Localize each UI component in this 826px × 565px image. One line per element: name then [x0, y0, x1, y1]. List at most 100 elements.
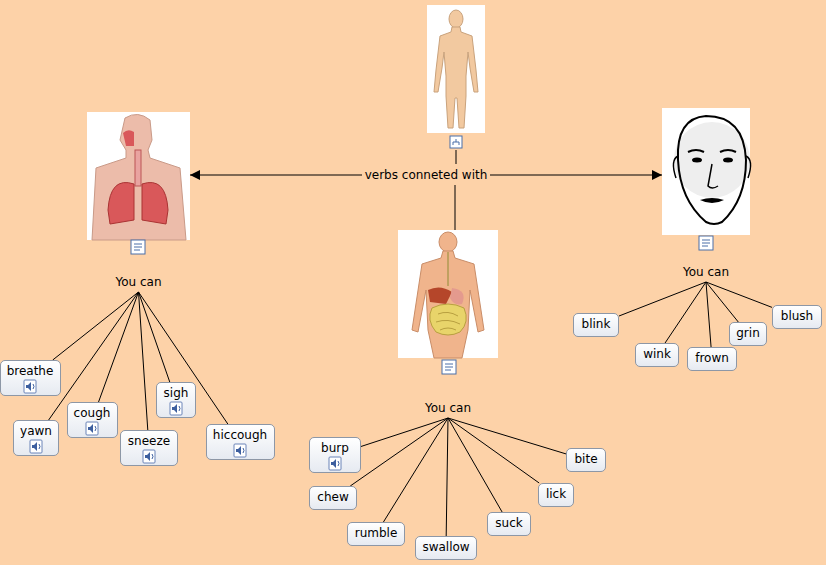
connector-line [455, 185, 456, 230]
sound-icon [329, 457, 341, 470]
verb-label: breathe [7, 364, 54, 379]
digestive-system-figure [398, 230, 498, 358]
verb-box: blink [573, 313, 619, 337]
document-icon [442, 360, 456, 374]
verb-label: sigh [164, 386, 189, 401]
icon-mark [445, 364, 453, 370]
figure-head [439, 232, 457, 252]
human-body-figure [427, 5, 485, 133]
connector-line [665, 282, 706, 343]
verb-box: yawn [13, 420, 59, 456]
linking-phrase: You can [425, 401, 471, 416]
connector-line [706, 282, 772, 307]
face-eye [692, 158, 702, 163]
verb-box: sigh [156, 382, 196, 418]
verb-box: bite [566, 448, 606, 472]
connector-line [350, 418, 448, 486]
linking-phrase: You can [683, 265, 729, 280]
face-mouth [700, 198, 724, 203]
icon-frame [442, 360, 456, 374]
icon-mark [702, 240, 710, 246]
connector-line [446, 418, 448, 536]
connector-line [139, 292, 228, 424]
concept-node: You can [398, 230, 498, 418]
connector-line [99, 292, 139, 402]
verb-box: burp [309, 437, 361, 473]
icon-mark [453, 139, 459, 145]
verb-label: rumble [355, 526, 398, 541]
verb-label: wink [643, 347, 671, 362]
verb-label: sneeze [128, 434, 170, 449]
icon-frame [699, 236, 713, 250]
hierarchy-icon [450, 136, 462, 148]
connector-line [456, 150, 457, 164]
verb-label: burp [321, 441, 349, 456]
verb-box: lick [538, 483, 574, 507]
verb-box: breathe [0, 360, 61, 396]
sound-icon [86, 422, 98, 435]
connector-line [383, 418, 448, 522]
sound-icon [24, 380, 36, 393]
verb-label: blush [781, 309, 813, 324]
face-outline [678, 116, 746, 224]
verb-box: sneeze [120, 430, 178, 466]
figure-lung [142, 182, 168, 224]
connector-line [706, 282, 711, 347]
verb-box: grin [729, 322, 767, 346]
face-figure [662, 108, 751, 235]
concept-node: You can [662, 108, 750, 282]
face-brows [688, 150, 736, 152]
document-icon [131, 240, 145, 254]
figure-body [412, 251, 484, 358]
figure-frame [662, 108, 750, 235]
icon-frame [450, 136, 462, 148]
verb-label: lick [546, 487, 566, 502]
verb-label: yawn [20, 424, 52, 439]
figure-frame [427, 5, 485, 133]
connector-line [139, 292, 148, 430]
connector-line [619, 282, 706, 316]
sound-icon [143, 450, 155, 463]
linking-phrase: You can [115, 275, 161, 290]
verb-box: wink [635, 343, 679, 367]
connector-line [448, 418, 566, 454]
connector-line [361, 418, 448, 446]
figure-intestine-coil [436, 312, 460, 330]
figure-torso [92, 114, 186, 240]
document-icon [699, 236, 713, 250]
verb-box: hiccough [206, 424, 275, 460]
verb-box: blush [772, 305, 822, 329]
verb-label: suck [495, 516, 522, 531]
verb-box: cough [67, 402, 118, 438]
figure-nose [123, 130, 134, 146]
sound-icon [30, 440, 42, 453]
verb-box: rumble [347, 522, 405, 546]
verb-label: cough [74, 406, 111, 421]
verb-label: frown [695, 351, 729, 366]
verb-label: bite [574, 452, 597, 467]
concept-node: You can [87, 112, 190, 292]
figure-intestine [430, 304, 467, 335]
respiratory-system-figure [87, 112, 190, 240]
figure-frame [87, 112, 190, 240]
connector-line [49, 292, 139, 420]
verb-box: frown [687, 347, 737, 371]
connector-line [448, 418, 539, 483]
verb-box: swallow [415, 536, 477, 560]
verb-label: blink [582, 317, 611, 332]
figure-esophagus [447, 252, 449, 286]
face-nose [708, 164, 718, 188]
figure-head [449, 10, 463, 28]
figure-trachea [135, 150, 141, 186]
face-eye [723, 158, 733, 163]
verb-label: grin [736, 326, 760, 341]
edge-label: verbs conneted with [362, 168, 491, 183]
verb-box: suck [487, 512, 531, 536]
figure-lung [108, 182, 134, 224]
verb-label: swallow [422, 540, 469, 555]
figure-stomach [450, 288, 464, 304]
verb-box: chew [309, 486, 357, 510]
connector-line [139, 292, 170, 382]
figure-frame [398, 230, 498, 358]
